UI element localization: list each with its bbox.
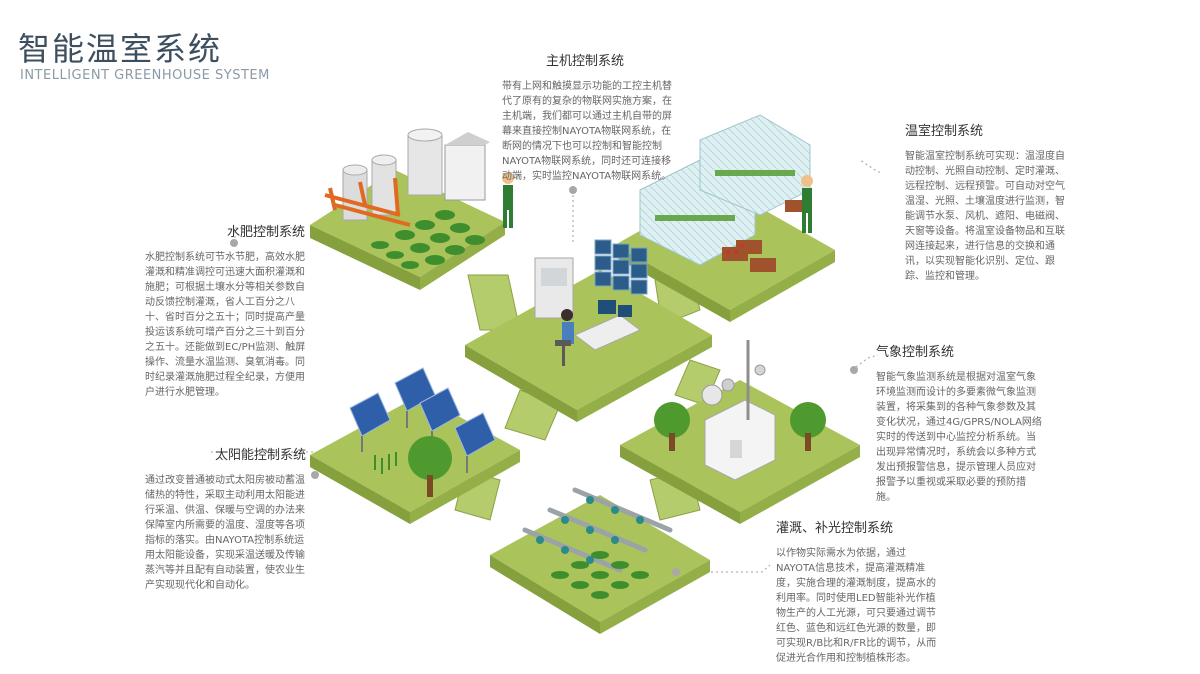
solar-heading: 太阳能控制系统 — [215, 448, 307, 463]
irrigation-description: 以作物实际需水为依据，通过NAYOTA信息技术，提高灌溉精准度，实施合理的灌溉制… — [776, 548, 937, 664]
fertilizer-section: 水肥控制系统 水肥控制系统可节水节肥，高效水肥灌溉和精准调控可迅速大面积灌溉和施… — [145, 221, 310, 400]
stair-connectors — [454, 267, 721, 521]
solar-description: 通过改变普通被动式太阳房被动蓄温储热的特性，采取主动利用太阳能进行采温、供温、保… — [145, 475, 305, 591]
host-heading: 主机控制系统 — [546, 54, 625, 69]
weather-section: 气象控制系统 智能气象监测系统是根据对温室气象环境监测而设计的多要素微气象监测装… — [876, 341, 1044, 505]
platform-weather — [620, 340, 860, 524]
greenhouse-description: 智能温室控制系统可实现：温湿度自动控制、光照自动控制、定时灌溉、远程控制、远程预… — [905, 151, 1065, 282]
weather-heading: 气象控制系统 — [876, 345, 955, 360]
solar-marker-dot — [311, 471, 319, 479]
platform-irrigation — [490, 487, 710, 634]
page-title: 智能温室系统 — [18, 30, 223, 68]
platform-solar — [310, 367, 520, 524]
host-section: 主机控制系统 带有上网和触摸显示功能的工控主机替代了原有的复杂的物联网实施方案，… — [502, 50, 674, 184]
fertilizer-heading: 水肥控制系统 — [227, 225, 306, 240]
weather-description: 智能气象监测系统是根据对温室气象环境监测而设计的多要素微气象监测装置，将采集到的… — [876, 372, 1042, 503]
weather-marker-dot — [850, 366, 858, 374]
leader-lines — [210, 159, 880, 573]
page-subtitle: INTELLIGENT GREENHOUSE SYSTEM — [20, 68, 270, 83]
irrigation-heading: 灌溉、补光控制系统 — [776, 521, 894, 536]
host-marker-dot — [569, 186, 577, 194]
fertilizer-marker-dot — [230, 239, 238, 247]
greenhouse-heading: 温室控制系统 — [905, 124, 984, 139]
solar-section: 太阳能控制系统 通过改变普通被动式太阳房被动蓄温储热的特性，采取主动利用太阳能进… — [145, 444, 310, 593]
platform-fertilizer — [310, 128, 514, 290]
fertilizer-description: 水肥控制系统可节水节肥，高效水肥灌溉和精准调控可迅速大面积灌溉和施肥；可根据土壤… — [145, 252, 306, 398]
greenhouse-section: 温室控制系统 智能温室控制系统可实现：温湿度自动控制、光照自动控制、定时灌溉、远… — [905, 120, 1073, 284]
irrigation-section: 灌溉、补光控制系统 以作物实际需水为依据，通过NAYOTA信息技术，提高灌溉精准… — [776, 517, 942, 666]
host-description: 带有上网和触摸显示功能的工控主机替代了原有的复杂的物联网实施方案，在主机端，我们… — [502, 81, 672, 182]
irrigation-marker-dot — [672, 568, 680, 576]
platform-host — [465, 239, 712, 422]
